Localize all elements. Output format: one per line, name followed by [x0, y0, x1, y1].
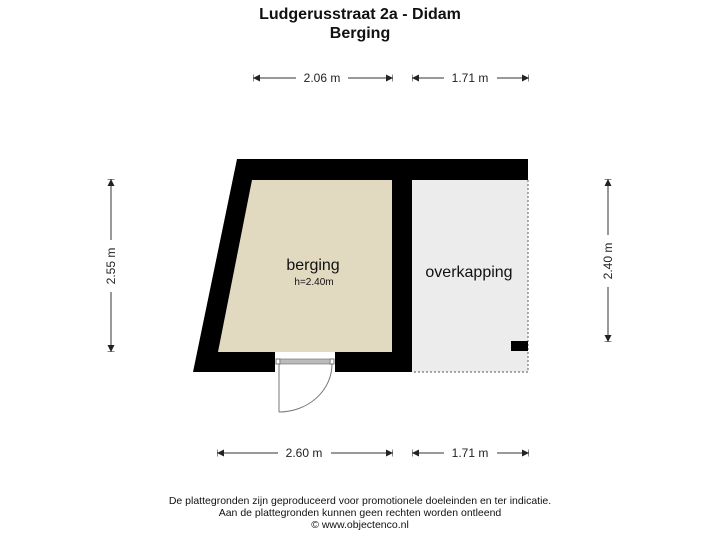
door — [275, 352, 335, 413]
dimension-lines — [111, 78, 608, 453]
room-label-overkapping: overkapping — [425, 264, 512, 281]
room-overkapping — [412, 180, 529, 373]
dim-left: 2.55 m — [104, 248, 118, 285]
dim-bottom-left: 2.60 m — [286, 446, 323, 460]
page-title: Ludgerusstraat 2a - Didam — [259, 6, 461, 23]
floor-subtitle: Berging — [329, 25, 391, 42]
dim-bottom-right: 1.71 m — [452, 446, 489, 460]
copyright-link[interactable]: © www.objectenco.nl — [311, 519, 409, 531]
disclaimer-line-1: De plattegronden zijn geproduceerd voor … — [168, 495, 552, 507]
room-label-berging: berging — [286, 257, 339, 274]
dim-right: 2.40 m — [601, 243, 615, 280]
post-block — [511, 341, 528, 351]
disclaimer-line-2: Aan de plattegronden kunnen geen rechten… — [218, 507, 502, 519]
dim-top-left: 2.06 m — [304, 71, 341, 85]
dim-top-right: 1.71 m — [452, 71, 489, 85]
room-berging — [218, 180, 392, 352]
room-height-berging: h=2.40m — [294, 277, 333, 288]
